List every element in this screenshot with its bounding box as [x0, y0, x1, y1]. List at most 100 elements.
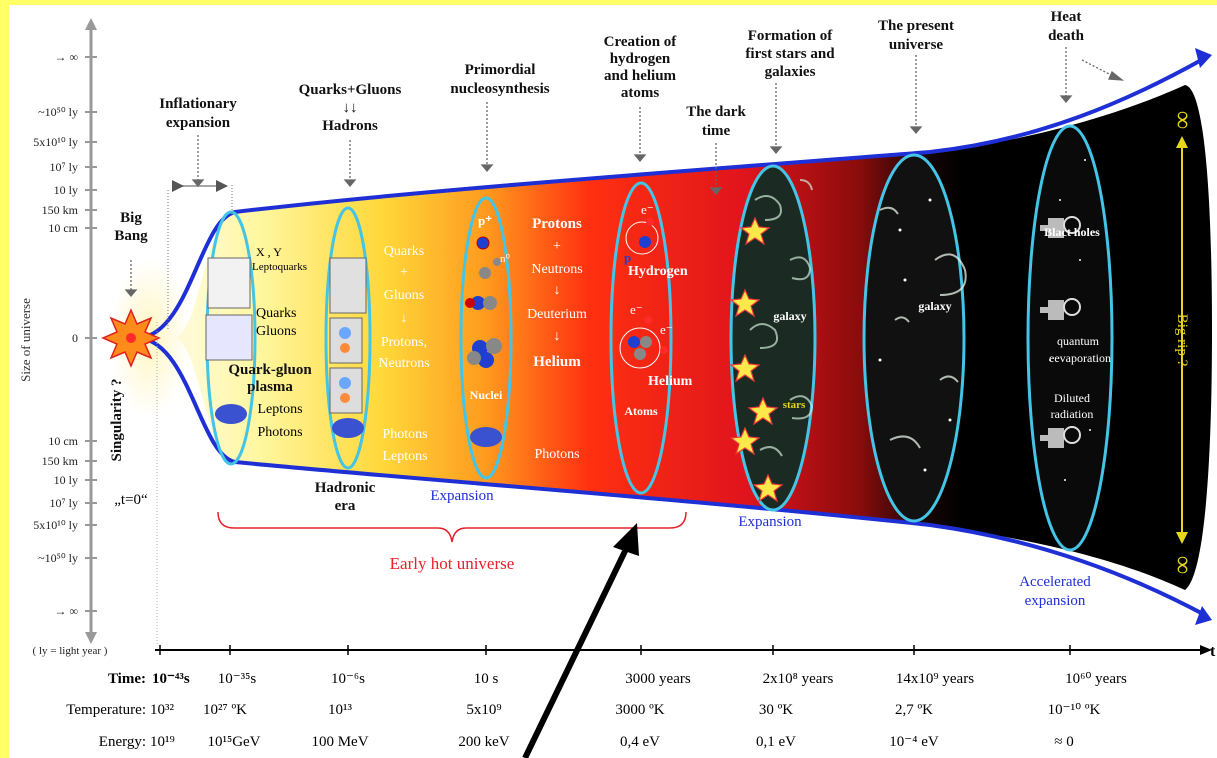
- time-cell: 14x10⁹ years: [896, 671, 974, 687]
- singularity-label: Singularity ?: [109, 379, 125, 462]
- leptoquark-panel: [207, 257, 251, 309]
- radiation-label: radiation: [1051, 407, 1094, 421]
- temp-cell: 3000 ºK: [615, 702, 664, 718]
- y-tick-label: 10 cm: [48, 221, 78, 235]
- stars-formation-label: first stars and: [745, 46, 835, 62]
- star: [729, 353, 761, 383]
- star: [747, 396, 779, 426]
- stars-formation-label: Formation of: [748, 28, 834, 44]
- y-ticks: [85, 56, 97, 612]
- atoms-ring: [609, 181, 673, 495]
- energy-cell: 0,4 eV: [620, 734, 660, 750]
- star: [729, 288, 761, 318]
- galaxy-ring: [729, 164, 817, 512]
- time-cell: 3000 years: [625, 671, 691, 687]
- y-tick-label: 5x10¹⁰ ly: [33, 518, 78, 532]
- time-cell: 10⁻⁴³s: [152, 671, 190, 687]
- pointer-arrow: [522, 543, 631, 758]
- nuclei-particles: [465, 236, 502, 368]
- inflation-label: Inflationary: [159, 96, 237, 112]
- y-tick-label: 10 cm: [48, 434, 78, 448]
- atoms-creation-label: Creation of: [604, 34, 678, 50]
- temp-cell: 2,7 ºK: [895, 702, 933, 718]
- early-hot-brace: [217, 511, 687, 543]
- atoms-creation-label: atoms: [621, 85, 659, 101]
- present-label: universe: [889, 37, 944, 53]
- hadron-neutrons: Neutrons: [378, 356, 429, 371]
- lower-boundary: [139, 336, 1206, 617]
- black-hole-icons: [1040, 216, 1081, 448]
- hadronic-era-label: era: [335, 498, 356, 514]
- nucleosynthesis-label: nucleosynthesis: [450, 81, 549, 97]
- inflation-label: expansion: [166, 115, 231, 131]
- time-cell: 10⁻⁶s: [331, 671, 365, 687]
- y-zero-label: 0: [72, 331, 78, 345]
- atoms-creation-label: hydrogen: [610, 51, 671, 67]
- y-tick-label: ~10⁵⁰ ly: [38, 105, 78, 119]
- temp-cell: 10³²: [150, 702, 174, 718]
- dark-time-label: time: [702, 123, 731, 139]
- y-tick-label: 10⁷ ly: [49, 496, 78, 510]
- present-ring: [862, 153, 966, 523]
- quark-gluon-panel: [205, 314, 253, 361]
- y-tick-label: → ∞: [54, 50, 78, 64]
- stars-formation-label: galaxies: [765, 64, 816, 80]
- time-cell: 10⁻³⁵s: [218, 671, 257, 687]
- nuclei-p: p⁺: [478, 213, 492, 228]
- time-row-label: Time:: [108, 671, 146, 687]
- hadron-photons: Photons: [382, 427, 427, 442]
- atoms-label: Atoms: [624, 404, 658, 418]
- plasma-quarks: Quarks: [256, 306, 296, 321]
- present-dots: [878, 159, 1091, 481]
- y-tick-label: 5x10¹⁰ ly: [33, 135, 78, 149]
- galaxy-label: galaxy: [773, 309, 806, 323]
- plasma-leptons: Leptons: [257, 402, 302, 417]
- temp-cell: 10⁻¹⁰ ºK: [1048, 702, 1101, 718]
- photon-blob: [215, 404, 247, 424]
- energy-cell: 10⁻⁴ eV: [889, 734, 939, 750]
- y-tick-label: 10⁷ ly: [49, 160, 78, 174]
- t0-label: „t=0“: [114, 492, 148, 508]
- upper-arrowhead: [1195, 48, 1212, 68]
- big-rip-label: Big rip ?: [1174, 314, 1190, 367]
- y-tick-label: 10 ly: [54, 183, 78, 197]
- nucleo-helium: Helium: [533, 354, 581, 370]
- temp-cell: 10²⁷ ºK: [203, 702, 247, 718]
- temp-cell: 30 ºK: [759, 702, 793, 718]
- star: [752, 473, 784, 503]
- photon-blob: [470, 427, 502, 447]
- top-border: [0, 0, 1217, 5]
- quantum-label: quantum: [1057, 334, 1100, 348]
- energy-cell: ≈ 0: [1054, 734, 1073, 750]
- atoms-hydrogen: Hydrogen: [628, 264, 688, 279]
- hadron-plus: +: [400, 265, 408, 280]
- upper-boundary: [139, 56, 1206, 340]
- time-cell: 10⁶⁰ years: [1065, 671, 1127, 687]
- diluted-label: Diluted: [1054, 391, 1090, 405]
- time-cell: 10 s: [474, 671, 499, 687]
- lower-arrowhead: [1195, 606, 1212, 625]
- expansion-label: Expansion: [738, 514, 802, 530]
- hadron-gluons: Gluons: [384, 288, 424, 303]
- neutron-panel: [329, 367, 363, 414]
- y-axis-title: Size of universe: [18, 298, 33, 382]
- atoms-p: p: [624, 250, 631, 265]
- hadron-arrow: ↓: [401, 311, 408, 326]
- x-ticks: [159, 645, 1071, 655]
- y-axis-arrow-down: [85, 632, 97, 644]
- plasma-xy: X , Y: [256, 245, 282, 259]
- energy-cell: 10¹⁹: [150, 734, 175, 750]
- hadron-panel: [329, 257, 367, 314]
- heat-death-label: death: [1048, 28, 1084, 44]
- present-swirls: [879, 206, 967, 449]
- quarks-hadrons-label: Hadrons: [322, 118, 378, 134]
- atoms-e2: e⁻: [630, 302, 643, 317]
- plasma-photons: Photons: [257, 425, 302, 440]
- nuclei-n: n⁰: [500, 253, 511, 265]
- temp-cell: 5x10⁹: [466, 702, 501, 718]
- hadron-leptons: Leptons: [382, 449, 427, 464]
- hadronic-era-label: Hadronic: [315, 480, 376, 496]
- black-holes-label: Blact holes: [1044, 225, 1100, 239]
